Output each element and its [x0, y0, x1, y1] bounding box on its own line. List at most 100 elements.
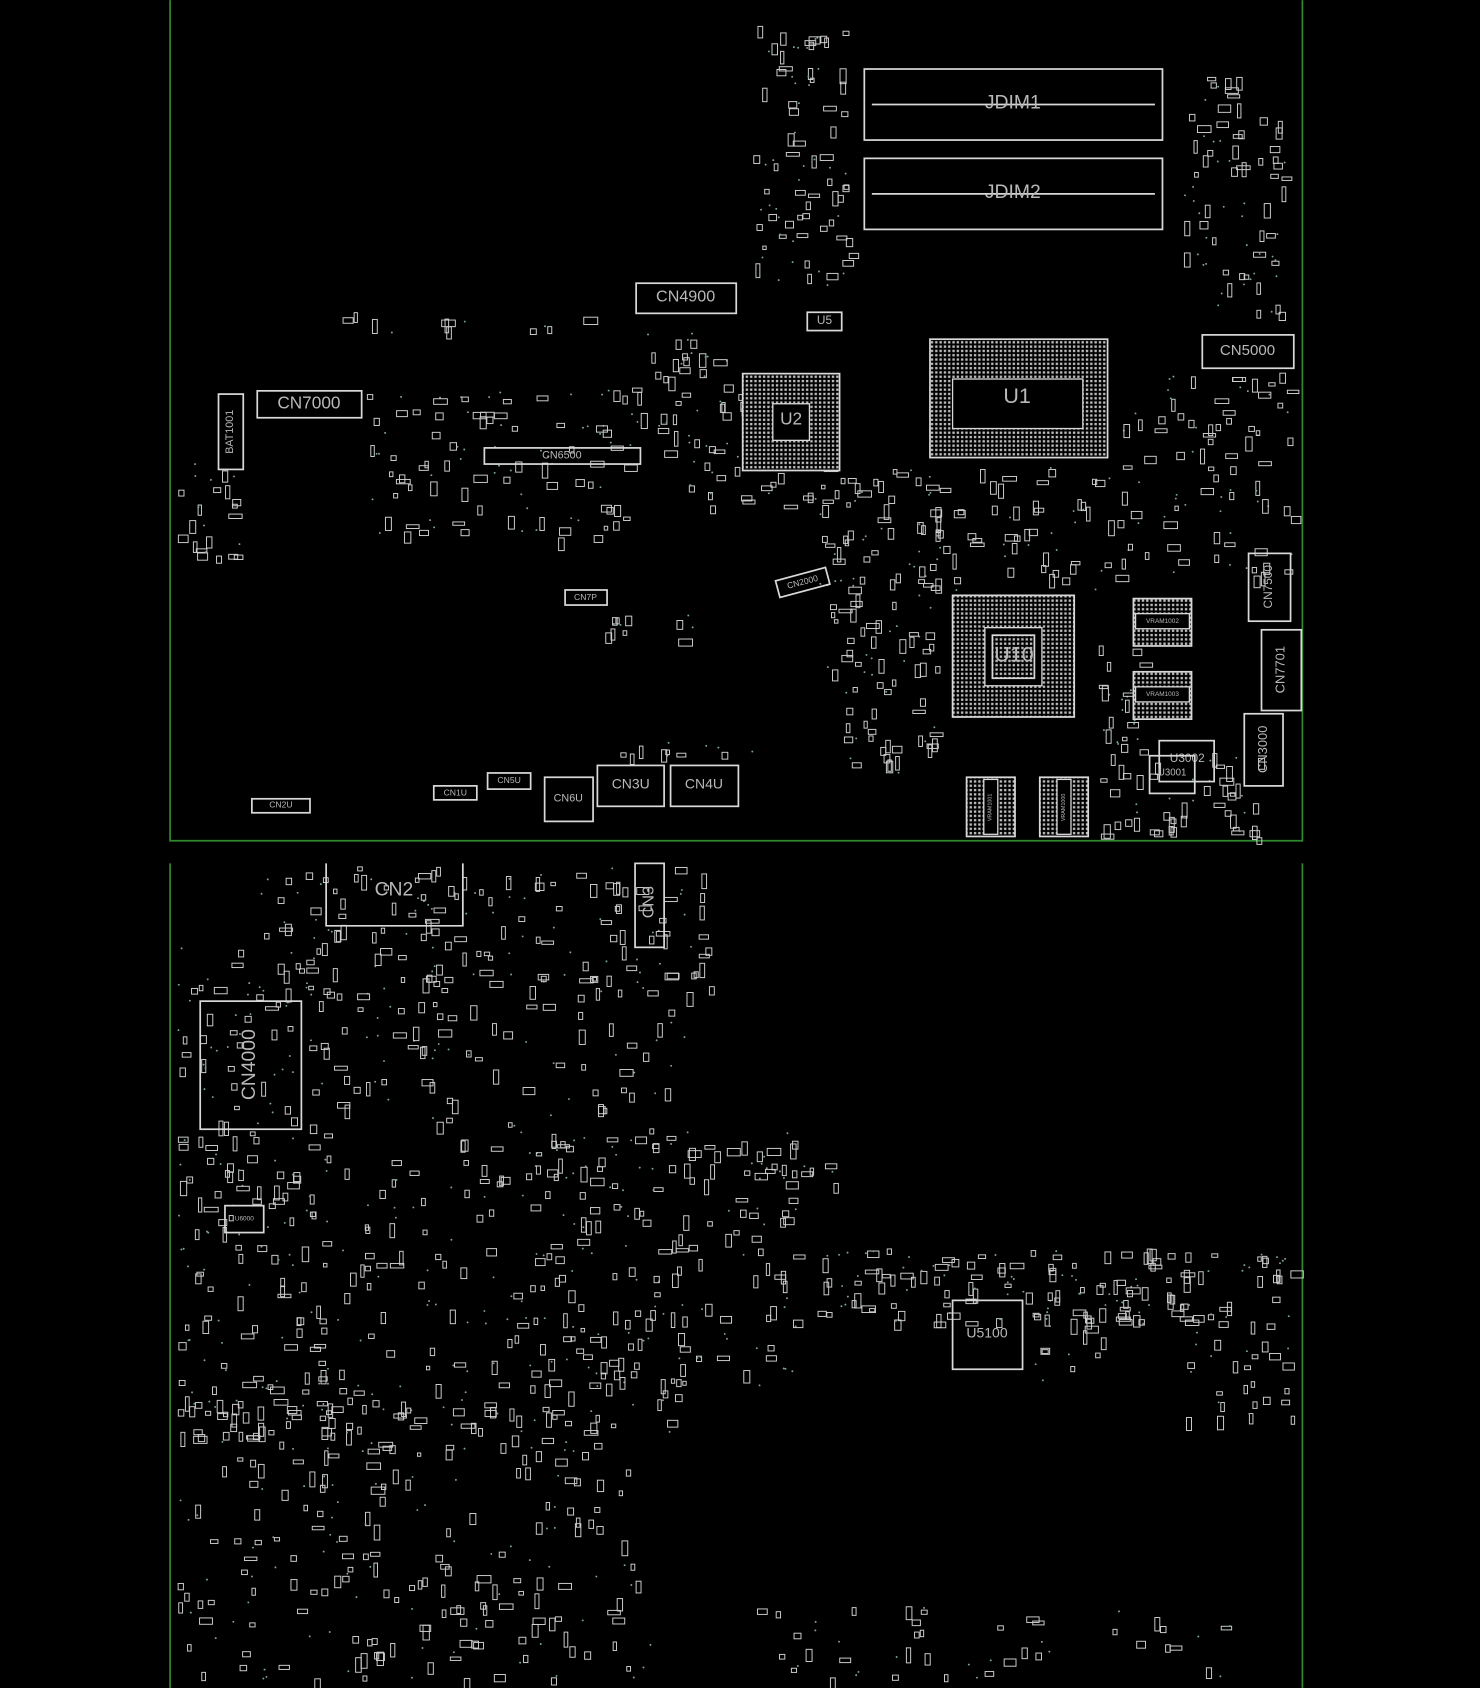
via: [837, 215, 840, 217]
smd-pad: [1214, 1339, 1222, 1351]
smd-pad: [463, 1678, 471, 1688]
smd-pad: [558, 537, 565, 552]
smd-pad: [1231, 377, 1247, 382]
component-u1[interactable]: U1: [929, 338, 1109, 459]
smd-pad: [583, 316, 599, 325]
component-cn4900[interactable]: CN4900: [635, 282, 738, 315]
via: [283, 1221, 286, 1224]
smd-pad: [1144, 455, 1157, 465]
via: [854, 499, 857, 502]
via: [484, 1322, 487, 1325]
component-cn7p[interactable]: CN7P: [564, 589, 608, 606]
component-cn2u[interactable]: CN2U: [251, 797, 311, 814]
smd-pad: [179, 1180, 188, 1197]
via: [547, 455, 550, 458]
via: [1195, 426, 1198, 429]
smd-pad: [1055, 1290, 1061, 1303]
component-vram1001[interactable]: VRAM1001: [965, 776, 1016, 838]
smd-pad: [1196, 125, 1212, 134]
smd-pad: [1279, 372, 1287, 384]
component-cn7000[interactable]: CN7000: [256, 389, 363, 419]
smd-pad: [535, 1165, 541, 1175]
component-u6000[interactable]: U6000: [224, 1204, 265, 1234]
smd-pad: [546, 481, 559, 490]
smd-pad: [897, 1310, 906, 1322]
component-cn7701[interactable]: CN7701: [1260, 628, 1303, 712]
smd-pad: [708, 986, 715, 996]
smd-pad: [624, 464, 638, 472]
bottom-board-outline: [169, 863, 1304, 1688]
smd-pad: [277, 963, 285, 975]
via: [463, 320, 466, 323]
smd-pad: [1230, 466, 1237, 476]
smd-pad: [863, 720, 868, 729]
via: [654, 1305, 657, 1308]
component-cn2000[interactable]: CN2000: [774, 566, 831, 599]
component-vram1003[interactable]: VRAM1003: [1132, 670, 1193, 721]
smd-pad: [1176, 451, 1185, 461]
component-u5[interactable]: U5: [806, 311, 843, 332]
smd-pad: [438, 1029, 453, 1038]
smd-pad: [1216, 1391, 1223, 1396]
component-cn3000[interactable]: CN3000: [1243, 712, 1284, 787]
via: [367, 1204, 369, 1207]
smd-pad: [516, 1415, 523, 1428]
via: [215, 1049, 218, 1052]
via: [1238, 830, 1241, 833]
component-cn3u[interactable]: CN3U: [596, 764, 665, 808]
component-cn6500[interactable]: CN6500: [483, 447, 642, 465]
smd-pad: [793, 1632, 802, 1640]
via: [1138, 481, 1141, 484]
smd-pad: [1282, 1362, 1295, 1371]
via: [292, 1137, 294, 1140]
component-cn1u[interactable]: CN1U: [432, 785, 478, 801]
component-cn5000[interactable]: CN5000: [1201, 334, 1295, 370]
component-cn5u[interactable]: CN5U: [486, 772, 532, 790]
smd-pad: [205, 1145, 218, 1151]
smd-pad: [261, 1081, 267, 1097]
component-bat1001[interactable]: BAT1001: [217, 393, 245, 471]
smd-pad: [768, 214, 778, 222]
smd-pad: [1215, 424, 1222, 432]
component-jdim1[interactable]: JDIM1: [863, 68, 1164, 141]
via: [347, 1670, 350, 1673]
component-u2[interactable]: U2: [741, 372, 841, 472]
component-vram1000[interactable]: VRAM1000: [1038, 776, 1090, 838]
component-u3001[interactable]: U3001: [1148, 754, 1196, 795]
via: [1168, 797, 1171, 800]
smd-pad: [1163, 521, 1179, 530]
component-u3002[interactable]: U3002: [1158, 739, 1215, 783]
component-cn3[interactable]: CN3: [634, 862, 665, 949]
component-cn7500[interactable]: CN7500: [1247, 552, 1292, 623]
component-u5100[interactable]: U5100: [951, 1299, 1024, 1371]
smd-pad: [999, 1263, 1006, 1278]
svg-text:JDIM2: JDIM2: [985, 181, 1041, 203]
smd-pad: [920, 1270, 928, 1285]
smd-pad: [303, 1504, 308, 1512]
component-cn6u[interactable]: CN6U: [543, 776, 594, 823]
via: [908, 563, 911, 566]
smd-pad: [238, 1253, 244, 1264]
smd-pad: [243, 1556, 258, 1562]
component-cn4u[interactable]: CN4U: [669, 764, 740, 808]
smd-pad: [254, 1539, 262, 1546]
component-cn2[interactable]: CN2: [325, 863, 464, 927]
smd-pad: [780, 32, 787, 46]
via: [895, 625, 898, 628]
component-cn4000[interactable]: CN4000: [199, 1000, 303, 1131]
via: [239, 1032, 241, 1035]
component-u10[interactable]: U10: [951, 594, 1076, 718]
smd-pad: [558, 1582, 573, 1590]
via: [571, 1270, 574, 1272]
via: [329, 1533, 332, 1536]
smd-pad: [676, 1379, 682, 1388]
smd-pad: [367, 1639, 373, 1647]
via: [1243, 1264, 1246, 1267]
via: [880, 527, 883, 530]
via: [636, 981, 639, 984]
component-vram1002[interactable]: VRAM1002: [1132, 597, 1193, 647]
component-jdim2[interactable]: JDIM2: [863, 157, 1164, 231]
smd-pad: [532, 1617, 546, 1625]
smd-pad: [943, 1302, 951, 1308]
